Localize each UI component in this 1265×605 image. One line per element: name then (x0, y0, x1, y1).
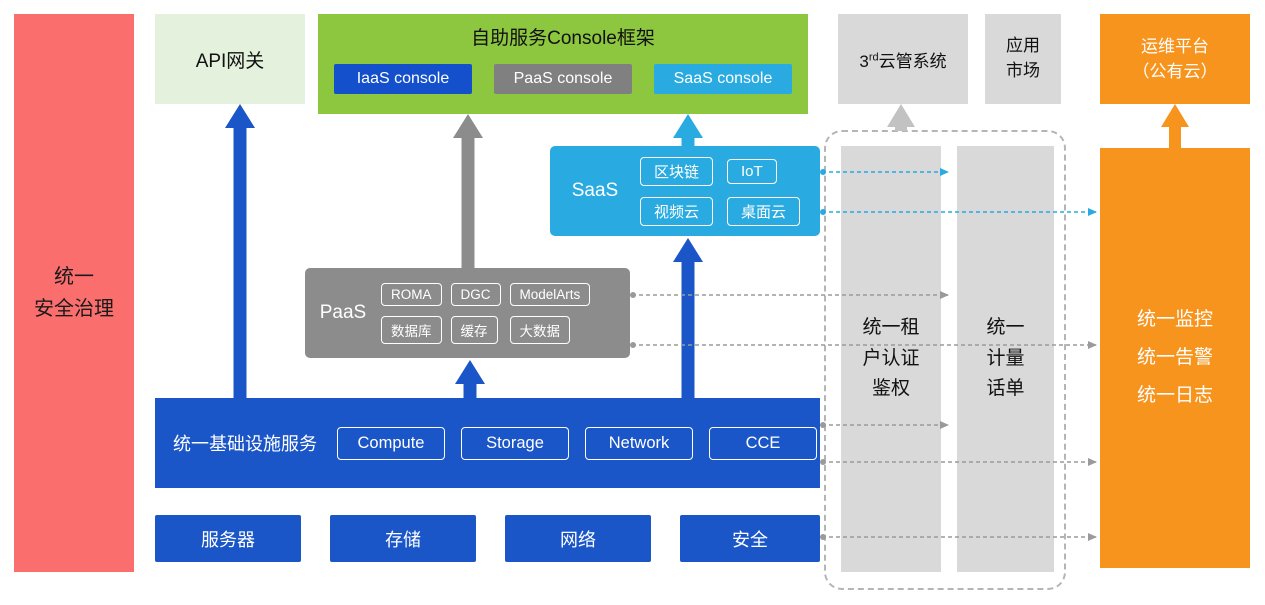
third-party-text: 云管系统 (878, 51, 947, 71)
dashed-boundary (824, 130, 1066, 590)
iaas-infrastructure-box: 统一基础设施服务 Compute Storage Network CCE (155, 398, 820, 488)
app-market-box: 应用 市场 (985, 14, 1061, 104)
paas-box: PaaS ROMA DGC ModelArts 数据库 缓存 大数据 (305, 268, 630, 358)
saas-item-video-cloud: 视频云 (640, 196, 714, 226)
paas-item-cache: 缓存 (450, 315, 498, 344)
saas-item-iot: IoT (727, 158, 777, 184)
hardware-storage-box: 存储 (330, 515, 476, 562)
monitoring-box: 统一监控 统一告警 统一日志 (1100, 148, 1250, 568)
tenant-auth-bar: 统一租 户认证 鉴权 (841, 146, 941, 572)
saas-item-blockchain: 区块链 (640, 156, 714, 186)
console-items-row: IaaS console PaaS console SaaS console (318, 50, 808, 114)
monitoring-label: 统一监控 统一告警 统一日志 (1136, 309, 1213, 406)
saas-items-grid: 区块链 IoT 视频云 桌面云 (640, 156, 801, 226)
iaas-label: 统一基础设施服务 (173, 434, 317, 454)
saas-box: SaaS 区块链 IoT 视频云 桌面云 (550, 146, 820, 236)
iaas-item-cce: CCE (709, 426, 817, 460)
security-governance-bar: 统一 安全治理 (14, 14, 134, 572)
third-party-sup: rd (868, 50, 879, 63)
arrow-iaas-to-paas (455, 360, 485, 398)
paas-item-roma: ROMA (381, 282, 442, 306)
hardware-security-box: 安全 (680, 515, 820, 562)
iaas-item-storage: Storage (461, 426, 569, 460)
metering-billing-bar: 统一 计量 话单 (957, 146, 1054, 572)
api-gateway-box: API网关 (155, 14, 305, 104)
hardware-server-box: 服务器 (155, 515, 301, 562)
saas-item-desktop-cloud: 桌面云 (727, 196, 801, 226)
iaas-item-network: Network (585, 426, 693, 460)
arrow-saas-to-console (673, 114, 703, 146)
arrow-iaas-to-saas (673, 238, 703, 398)
paas-item-bigdata: 大数据 (509, 315, 570, 344)
arrow-to-third-party-cloud (887, 104, 915, 131)
third-party-label: 3rd云管系统 (859, 47, 946, 72)
hardware-network-box: 网络 (505, 515, 651, 562)
arrow-iaas-to-api-gateway (225, 104, 255, 398)
paas-items-grid: ROMA DGC ModelArts 数据库 缓存 大数据 (381, 282, 591, 344)
paas-item-modelarts: ModelArts (509, 282, 591, 306)
paas-label: PaaS (319, 302, 367, 323)
saas-label: SaaS (571, 180, 619, 201)
saas-console-button: SaaS console (654, 64, 792, 94)
console-frame-title: 自助服务Console框架 (471, 28, 655, 49)
iaas-item-compute: Compute (337, 426, 445, 460)
arrow-paas-to-console (453, 114, 483, 268)
om-platform-label: 运维平台 （公有云） (1132, 36, 1218, 82)
iaas-console-button: IaaS console (334, 64, 472, 94)
om-platform-box: 运维平台 （公有云） (1100, 14, 1250, 104)
app-market-label: 应用 市场 (1006, 36, 1040, 80)
paas-console-button: PaaS console (494, 64, 632, 94)
security-governance-label: 统一 安全治理 (34, 266, 114, 320)
arrow-to-om-platform (1161, 104, 1189, 148)
third-party-cloud-mgmt-box: 3rd云管系统 (838, 14, 968, 104)
paas-item-database: 数据库 (381, 315, 442, 344)
paas-item-dgc: DGC (450, 282, 501, 306)
tenant-auth-label: 统一租 户认证 鉴权 (862, 317, 920, 400)
third-party-num: 3 (859, 51, 869, 71)
console-frame-box: 自助服务Console框架 IaaS console PaaS console … (318, 14, 808, 114)
api-gateway-label: API网关 (195, 50, 265, 72)
metering-billing-label: 统一 计量 话单 (986, 317, 1025, 400)
